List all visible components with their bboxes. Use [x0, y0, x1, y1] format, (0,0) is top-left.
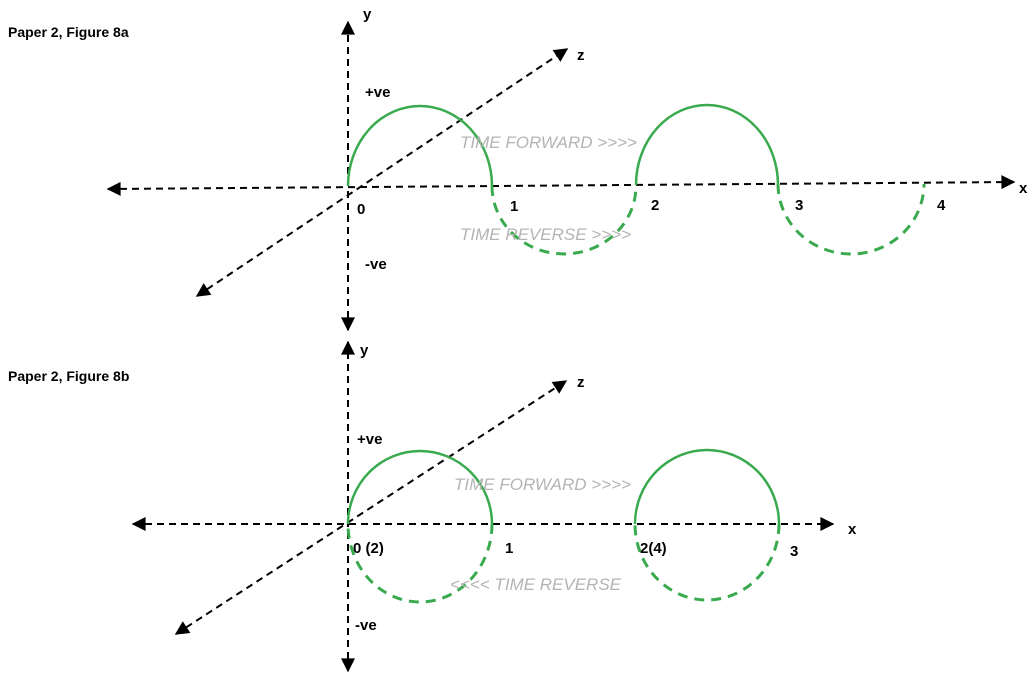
figure-8a-wave-negative-2 — [776, 183, 926, 256]
figure-8b-x-label: x — [848, 521, 857, 538]
figure-8b-time-reverse: <<<< TIME REVERSE — [450, 575, 622, 594]
figure-8a-tick-2: 2 — [651, 197, 659, 214]
figure-8a-wave-positive-1 — [346, 104, 494, 187]
figure-8a-title: Paper 2, Figure 8a — [8, 24, 129, 40]
figure-8b-wave-negative-1 — [346, 523, 494, 604]
figure-8b-tick-2: 2(4) — [640, 540, 667, 557]
figure-8a-time-reverse: TIME REVERSE >>>> — [460, 225, 631, 244]
figure-8b-wave-negative-2 — [633, 523, 781, 602]
figure-8a-x-axis — [106, 175, 1016, 196]
figure-8b-z-axis — [174, 380, 568, 635]
figure-8b-time-forward: TIME FORWARD >>>> — [454, 475, 631, 494]
figure-8b-wave-positive-1 — [346, 449, 494, 525]
figure-8b-tick-3: 3 — [790, 543, 798, 560]
figure-8b-tick-1: 1 — [505, 540, 513, 557]
figure-8a-wave-negative-1 — [490, 185, 638, 256]
figure-8b-wave-positive-2 — [633, 448, 781, 525]
figure-8a-y-label: y — [363, 6, 372, 23]
figure-8b-y-label: y — [360, 342, 369, 359]
figure-8b-positive-label: +ve — [357, 431, 382, 448]
figure-8b-tick-0: 0 (2) — [353, 540, 384, 557]
figure-8a-tick-0: 0 — [357, 201, 365, 218]
figure-8a-time-forward: TIME FORWARD >>>> — [460, 133, 637, 152]
figure-8a-positive-label: +ve — [365, 84, 390, 101]
figure-8b-negative-label: -ve — [355, 617, 377, 634]
figure-8a-z-label: z — [577, 47, 585, 64]
figure-8a-x-label: x — [1019, 180, 1028, 197]
figure-8b-title: Paper 2, Figure 8b — [8, 368, 129, 384]
figure-8a-wave-positive-2 — [634, 103, 780, 186]
figure-8b: Paper 2, Figure 8b y z x +ve -ve 0 (2) 1… — [8, 340, 857, 673]
figure-8a-tick-3: 3 — [795, 197, 803, 214]
figure-8b-z-label: z — [577, 374, 585, 391]
figure-8a: Paper 2, Figure 8a y z x +ve -ve 0 1 2 3… — [8, 6, 1028, 332]
figure-8a-z-axis — [195, 48, 569, 297]
figure-8a-tick-1: 1 — [510, 198, 518, 215]
figure-8a-negative-label: -ve — [365, 256, 387, 273]
figure-8a-tick-4: 4 — [937, 197, 946, 214]
